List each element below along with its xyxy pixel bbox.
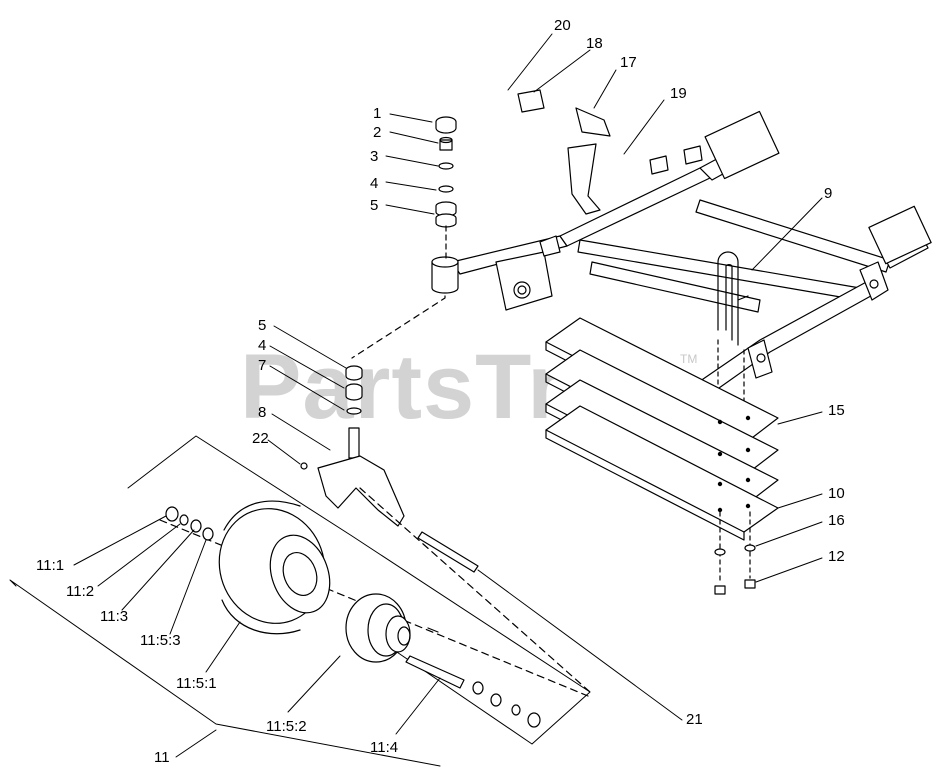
callout-11-4: 11:4	[370, 739, 399, 756]
callout-19: 19	[670, 85, 687, 102]
caster-wheel	[127, 435, 591, 745]
callout-5-lower: 5	[258, 317, 267, 334]
callout-11-5-1: 11:5:1	[176, 675, 217, 692]
callout-12: 12	[828, 548, 845, 565]
callout-22: 22	[252, 430, 269, 447]
leader-lines	[9, 33, 823, 767]
callout-8: 8	[258, 404, 267, 421]
callout-16: 16	[828, 512, 845, 529]
callout-9: 9	[824, 185, 833, 202]
callout-2: 2	[373, 124, 382, 141]
callout-11-2: 11:2	[66, 583, 95, 600]
callout-21: 21	[686, 711, 703, 728]
callout-15: 15	[828, 402, 845, 419]
callout-7: 7	[258, 357, 267, 374]
callout-11-5-3: 11:5:3	[140, 632, 181, 649]
callout-5-upper: 5	[370, 197, 379, 214]
callout-11-1: 11:1	[36, 557, 65, 574]
callout-17: 17	[620, 54, 637, 71]
callout-4-upper: 4	[370, 175, 379, 192]
caster-fork-assembly	[300, 365, 591, 693]
callout-20: 20	[554, 17, 571, 34]
mower-frame	[351, 89, 932, 424]
callout-10: 10	[828, 485, 845, 502]
callout-3: 3	[370, 148, 379, 165]
spacer-plates	[545, 317, 779, 595]
callout-11-5-2: 11:5:2	[266, 718, 307, 735]
upper-bearing-stack	[435, 116, 457, 259]
callout-4-lower: 4	[258, 337, 267, 354]
callout-18: 18	[586, 35, 603, 52]
watermark-trademark: TM	[680, 352, 698, 366]
callout-11: 11	[154, 749, 170, 766]
callout-1: 1	[373, 105, 382, 122]
callout-11-3: 11:3	[100, 608, 129, 625]
